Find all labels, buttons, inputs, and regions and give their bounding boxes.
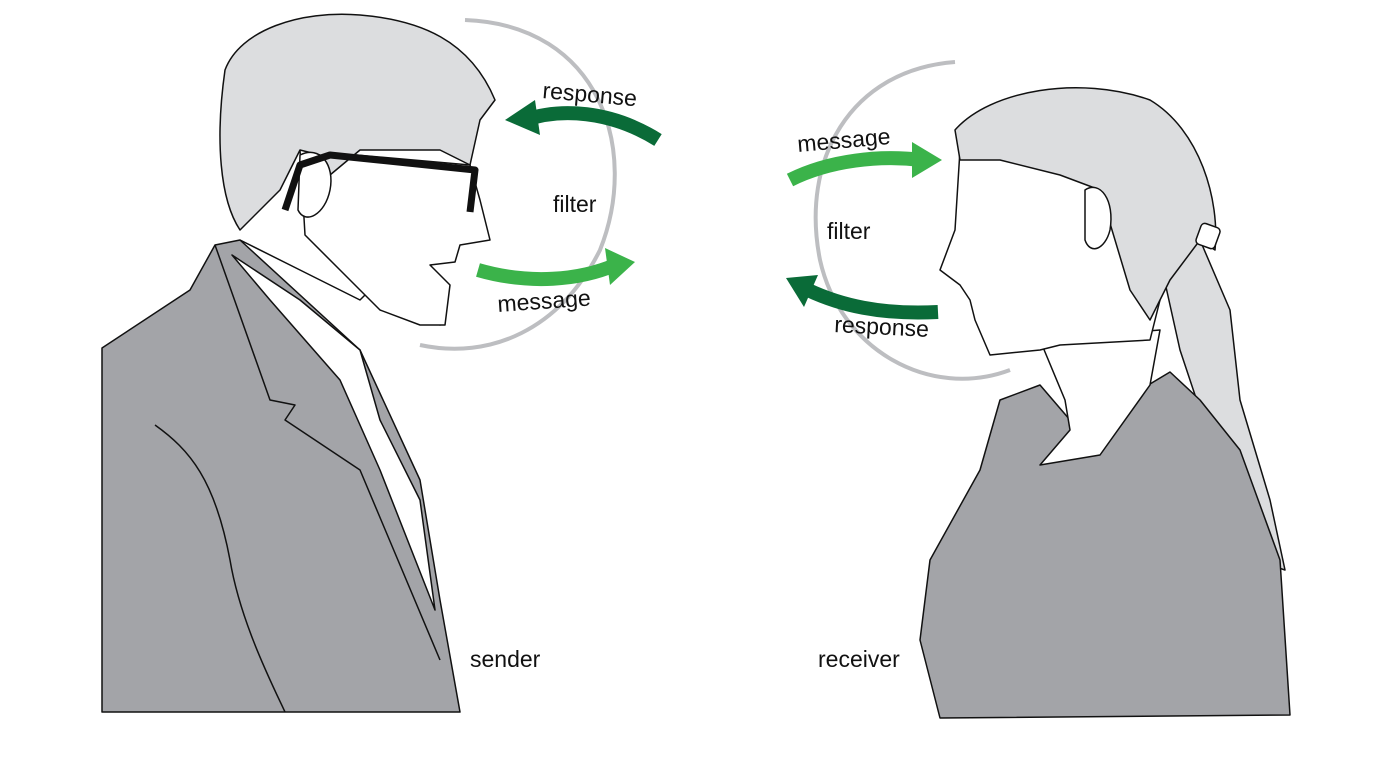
receiver-hair [954,87,1217,321]
sender-label: sender [470,646,541,672]
receiver-filter-ring [813,60,1011,381]
receiver-response-label: response [834,311,930,342]
sender-face [299,149,491,326]
sender-filter-ring [419,18,617,351]
sender-message-arrow [476,248,635,287]
receiver-response-arrow [786,275,939,320]
sender-suit [101,239,461,713]
sender-ear [297,151,332,218]
receiver-filter-label: filter [827,218,871,244]
sender-filter-label: filter [553,191,597,217]
sender-message-label: message [497,285,592,317]
receiver-hair-tie [1195,222,1221,250]
sender-lapel [214,244,441,661]
receiver-ear [1084,186,1112,250]
sender-glasses [281,151,479,213]
sender-figure [101,13,496,713]
sender-response-label: response [542,77,639,111]
receiver-figure [919,87,1291,719]
sender-hair [219,13,496,231]
sender-shirt [231,254,436,611]
receiver-ponytail [1159,199,1286,571]
receiver-message-arrow [786,142,942,187]
receiver-label: receiver [818,646,900,672]
sender-response-arrow [505,100,662,146]
receiver-neck [1039,329,1161,466]
